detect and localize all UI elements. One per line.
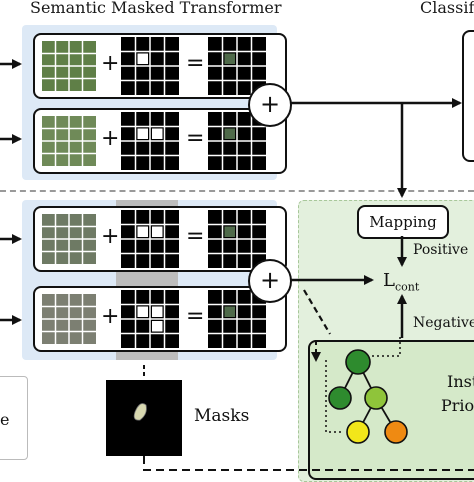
visible-patch [224,53,235,64]
title-semantic-masked-transformer: Semantic Masked Transformer [30,0,282,17]
mask-grid [121,37,179,95]
masked-patch-grid [208,290,266,348]
tree-dotted-top [372,336,401,357]
negative-label: Negative [413,315,474,331]
mask-cell [137,226,148,237]
mask-icon [106,380,182,456]
mask-cell [137,306,148,317]
pair-row-1: + = [33,33,287,99]
mask-shape [133,403,147,421]
mask-grid [121,112,179,170]
contrastive-loss-label: Lcont [383,270,419,294]
tree-root-node [345,349,371,375]
left-partial-text: e [0,410,10,429]
tree-label-line1: Insta [447,372,474,391]
masked-patch-grid [208,112,266,170]
dashed-separator [0,190,474,192]
mask-cell [137,53,148,64]
title-classifier: Classifi [420,0,474,17]
tree-label-line2: Priori [441,396,474,415]
tree-dotted-left [325,360,344,433]
masked-patch-grid [208,37,266,95]
image-patch-grid [42,41,96,91]
mask-cell [152,321,163,332]
image-patch-grid [42,214,96,264]
tree-node-right [364,386,388,410]
mask-cell [152,128,163,139]
loss-main: L [383,270,395,291]
circled-plus-icon-top: + [248,83,292,127]
tree-leaf-orange [384,420,408,444]
equals-sign: = [186,224,205,249]
mask-cell [152,226,163,237]
bottom-dashed-loop [143,456,474,471]
masks-label: Masks [194,406,250,426]
pair-row-4: + = [33,286,287,352]
tree-node-left [328,386,352,410]
equals-sign: = [186,304,205,329]
plus-sign: + [101,304,120,329]
instance-prior-box [308,340,474,480]
pair-row-3: + = [33,206,287,272]
mask-cell [137,128,148,139]
classifier-box [462,30,474,162]
plus-sign: + [101,51,120,76]
circled-plus-icon-bottom: + [248,259,292,303]
pair-row-2: + = [33,108,287,174]
equals-sign: = [186,126,205,151]
visible-patch [224,226,235,237]
mask-cell [152,306,163,317]
mask-grid [121,210,179,268]
visible-patch [224,306,235,317]
equals-sign: = [186,51,205,76]
mask-grid [121,290,179,348]
left-partial-box [0,376,28,460]
plus-sign: + [101,224,120,249]
loss-subscript: cont [394,280,420,294]
visible-patch [224,128,235,139]
masked-patch-grid [208,210,266,268]
image-patch-grid [42,294,96,344]
image-patch-grid [42,116,96,166]
plus-sign: + [101,126,120,151]
positive-label: Positive [413,242,469,258]
tree-leaf-yellow [346,420,370,444]
stop-gradient-line [303,289,331,335]
